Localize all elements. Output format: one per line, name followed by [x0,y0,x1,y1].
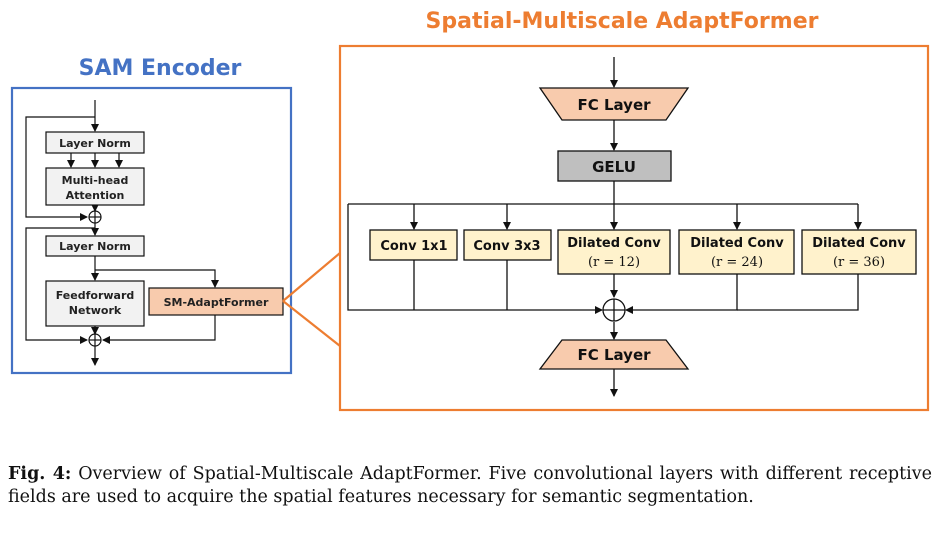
attention-block [45,167,145,206]
sm-adaptformer-frame [338,44,930,412]
dilated-conv-r36-block [801,229,917,275]
layer-norm-1-label: Layer Norm [59,137,131,150]
dilated-conv-r24-rate: (r = 24) [711,255,763,270]
layer-norm-2-label: Layer Norm [59,240,131,253]
conv-1x1-label: Conv 1x1 [380,239,447,254]
dilated-conv-r36-rate: (r = 36) [833,255,885,270]
architecture-diagram: SAM Encoder Layer Norm Multi-head Attent… [10,9,930,412]
gelu-block [557,150,672,182]
feedforward-block [45,280,145,327]
residual-add-1-icon [88,210,102,224]
residual-add-2-icon [88,333,102,347]
dilated-conv-r36-label: Dilated Conv [812,236,906,251]
dilated-conv-r24-label: Dilated Conv [690,236,784,251]
feedforward-label-line1: Feedforward [56,289,135,302]
dilated-conv-r12-block [557,229,671,275]
figure-caption-text: Overview of Spatial-Multiscale AdaptForm… [8,464,932,507]
sam-encoder-connections [25,100,219,366]
layer-norm-2-block [45,235,145,257]
fc-layer-top-label: FC Layer [577,96,651,114]
conv-1x1-block [369,229,458,261]
figure-label: Fig. 4: [8,464,72,484]
fc-layer-bottom-block [538,339,690,370]
zoom-connector [282,252,341,347]
dilated-conv-r12-label: Dilated Conv [567,236,661,251]
sm-adaptformer-title: Spatial-Multiscale AdaptFormer [426,9,819,34]
conv-3x3-label: Conv 3x3 [473,239,540,254]
sm-adaptformer-connections [347,57,862,397]
figure-caption: Fig. 4: Overview of Spatial-Multiscale A… [8,463,932,509]
dilated-conv-r24-block [678,229,795,275]
dilated-conv-r12-rate: (r = 12) [588,255,640,270]
multiscale-sum-icon [602,298,626,322]
feedforward-label-line2: Network [69,304,122,317]
sm-adaptformer-label: SM-AdaptFormer [164,296,269,309]
fc-layer-top-block [538,87,690,121]
conv-3x3-block [463,229,552,261]
layer-norm-1-block [45,131,145,154]
fc-layer-bottom-label: FC Layer [577,346,651,364]
attention-label-line1: Multi-head [62,174,129,187]
gelu-label: GELU [592,158,636,176]
sam-encoder-frame [10,86,293,375]
attention-label-line2: Attention [66,189,125,202]
sam-encoder-title: SAM Encoder [79,56,242,81]
sm-adaptformer-block [148,287,284,316]
